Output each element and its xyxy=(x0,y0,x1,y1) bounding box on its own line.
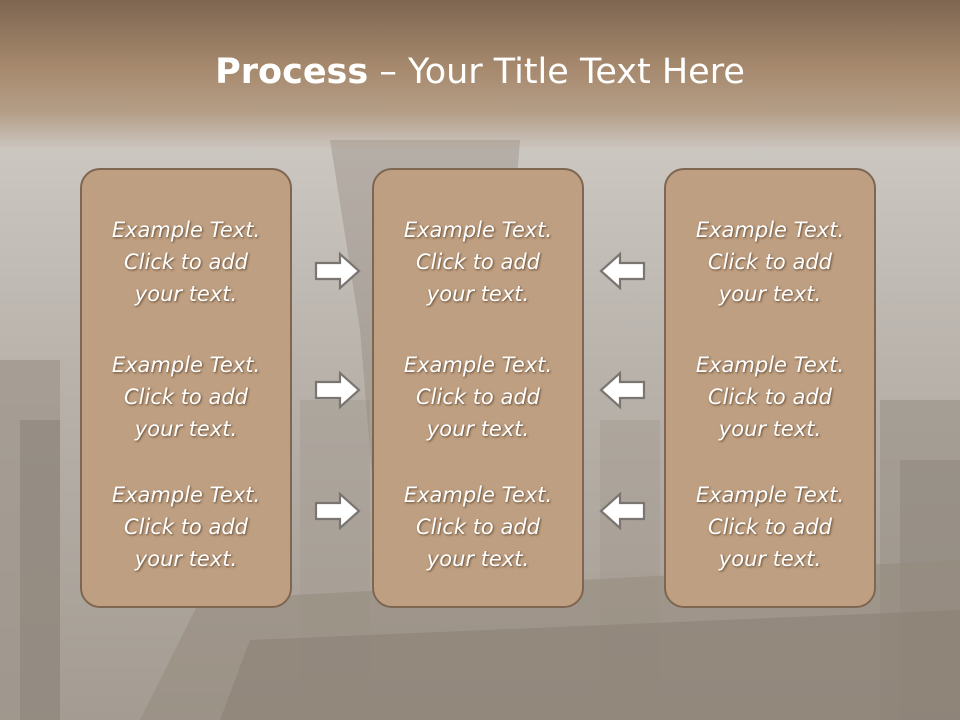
text-line: Click to add xyxy=(415,515,540,539)
text-block[interactable]: Example Text. Click to add your text. xyxy=(666,479,874,575)
slide-title[interactable]: Process – Your Title Text Here xyxy=(0,52,960,92)
text-line: Click to add xyxy=(123,515,248,539)
text-block[interactable]: Example Text. Click to add your text. xyxy=(666,349,874,445)
title-bold-word: Process xyxy=(215,52,369,92)
text-line: Click to add xyxy=(123,250,248,274)
text-block[interactable]: Example Text. Click to add your text. xyxy=(374,479,582,575)
text-line: Example Text. xyxy=(111,218,261,242)
left-arrow-icon xyxy=(599,370,646,410)
process-box-left[interactable]: Example Text. Click to add your text. Ex… xyxy=(80,168,292,608)
text-line: Example Text. xyxy=(695,353,845,377)
text-line: your text. xyxy=(718,282,822,306)
text-line: Click to add xyxy=(415,385,540,409)
text-block[interactable]: Example Text. Click to add your text. xyxy=(82,349,290,445)
text-line: Click to add xyxy=(707,385,832,409)
process-box-center[interactable]: Example Text. Click to add your text. Ex… xyxy=(372,168,584,608)
left-arrow-icon xyxy=(599,251,646,291)
process-box-right[interactable]: Example Text. Click to add your text. Ex… xyxy=(664,168,876,608)
text-block[interactable]: Example Text. Click to add your text. xyxy=(666,214,874,310)
title-text: – Your Title Text Here xyxy=(368,52,745,92)
text-line: Click to add xyxy=(707,250,832,274)
text-line: your text. xyxy=(718,547,822,571)
text-line: Example Text. xyxy=(403,218,553,242)
text-block[interactable]: Example Text. Click to add your text. xyxy=(82,214,290,310)
text-line: Click to add xyxy=(707,515,832,539)
text-line: your text. xyxy=(426,547,530,571)
text-line: your text. xyxy=(134,282,238,306)
right-arrow-icon xyxy=(314,370,361,410)
text-line: your text. xyxy=(426,282,530,306)
text-line: Example Text. xyxy=(403,353,553,377)
text-line: Example Text. xyxy=(695,218,845,242)
text-line: Example Text. xyxy=(403,483,553,507)
text-line: Example Text. xyxy=(111,483,261,507)
text-line: Example Text. xyxy=(695,483,845,507)
text-line: Click to add xyxy=(123,385,248,409)
text-line: your text. xyxy=(718,417,822,441)
text-line: your text. xyxy=(134,417,238,441)
left-arrow-icon xyxy=(599,491,646,531)
header-band xyxy=(0,0,960,150)
right-arrow-icon xyxy=(314,491,361,531)
text-line: your text. xyxy=(134,547,238,571)
right-arrow-icon xyxy=(314,251,361,291)
text-line: Example Text. xyxy=(111,353,261,377)
text-line: Click to add xyxy=(415,250,540,274)
text-line: your text. xyxy=(426,417,530,441)
text-block[interactable]: Example Text. Click to add your text. xyxy=(374,214,582,310)
text-block[interactable]: Example Text. Click to add your text. xyxy=(82,479,290,575)
text-block[interactable]: Example Text. Click to add your text. xyxy=(374,349,582,445)
